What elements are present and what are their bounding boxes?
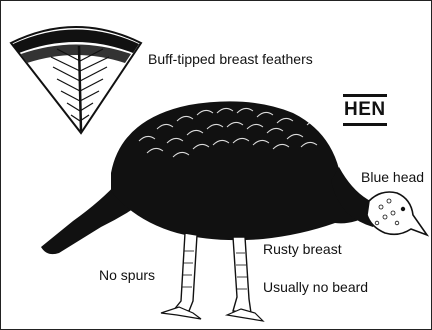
label-blue-head: Blue head (361, 169, 424, 185)
diagram-title: HEN (343, 97, 387, 126)
label-no-beard: Usually no beard (263, 279, 368, 295)
hen-silhouette (41, 101, 427, 321)
label-breast-feathers: Buff-tipped breast feathers (148, 51, 313, 67)
breast-feather-inset (11, 27, 141, 133)
label-rusty-breast: Rusty breast (263, 241, 342, 257)
label-no-spurs: No spurs (99, 267, 155, 283)
